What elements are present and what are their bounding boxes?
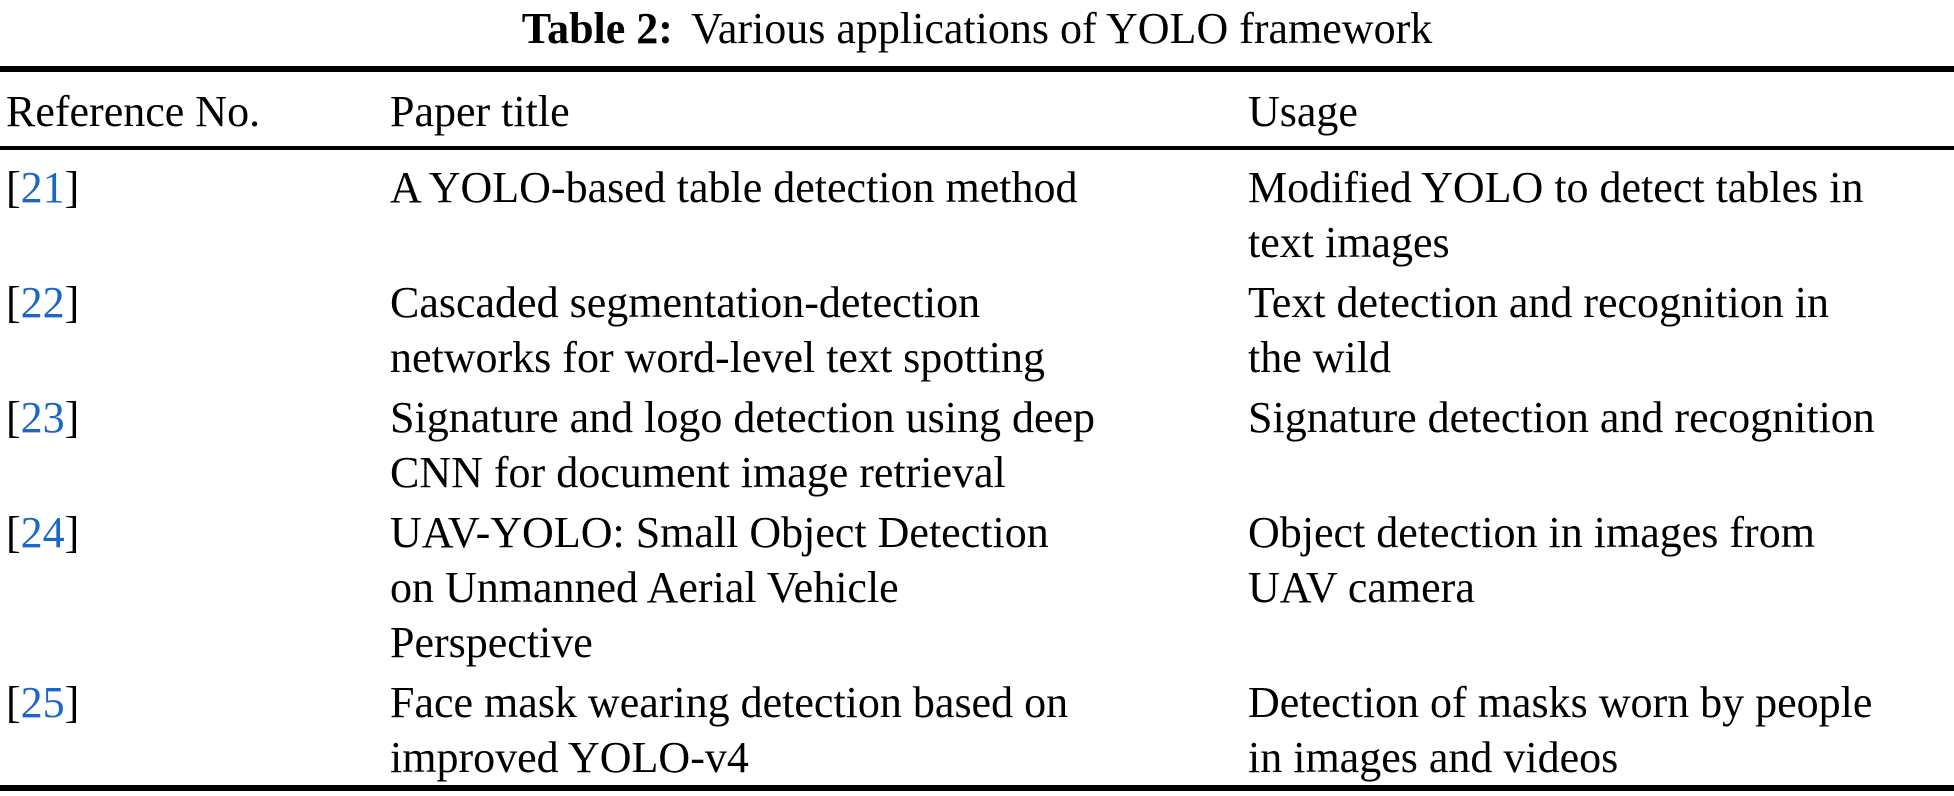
table-row: [21] A YOLO-based table detection method… [0,148,1954,270]
citation-link[interactable]: 22 [20,278,65,327]
table-caption-text: Various applications of YOLO framework [690,4,1433,53]
table-caption-label: Table 2: [521,4,673,53]
paper-title-cell: Cascaded segmentation-detection networks… [390,278,1045,382]
paper-title-cell: A YOLO-based table detection method [390,163,1078,212]
bracket-close: ] [64,508,80,557]
column-header-reference-no: Reference No. [0,69,390,150]
table-body: [21] A YOLO-based table detection method… [0,148,1954,788]
ref-cell: [23] [0,385,390,500]
bracket-close: ] [64,678,80,727]
bracket-close: ] [64,278,80,327]
paper-title-cell: Face mask wearing detection based on imp… [390,678,1069,782]
citation-link[interactable]: 23 [20,393,65,442]
usage-cell: Object detection in images from UAV came… [1248,508,1815,612]
ref-cell: [25] [0,670,390,788]
ref-cell: [21] [0,148,390,270]
citation-link[interactable]: 24 [20,508,65,557]
usage-cell: Signature detection and recognition [1248,393,1875,442]
table-row: [24] UAV-YOLO: Small Object Detection on… [0,500,1954,670]
column-header-paper-title: Paper title [390,69,1248,150]
table-header: Reference No. Paper title Usage [0,69,1954,150]
citation-link[interactable]: 21 [20,163,65,212]
citation-link[interactable]: 25 [20,678,65,727]
usage-cell: Modified YOLO to detect tables in text i… [1248,163,1864,267]
bracket-open: [ [6,278,21,327]
table-row: [23] Signature and logo detection using … [0,385,1954,500]
applications-table: Reference No. Paper title Usage [21] A Y… [0,66,1954,791]
bracket-open: [ [6,163,21,212]
header-row: Reference No. Paper title Usage [0,69,1954,150]
bracket-open: [ [6,678,21,727]
ref-cell: [24] [0,500,390,670]
bracket-open: [ [6,393,21,442]
table-row: [22] Cascaded segmentation-detection net… [0,270,1954,385]
ref-cell: [22] [0,270,390,385]
bracket-close: ] [64,163,80,212]
bracket-open: [ [6,508,21,557]
paper-title-cell: UAV-YOLO: Small Object Detection on Unma… [390,508,1049,667]
paper-title-cell: Signature and logo detection using deep … [390,393,1096,497]
bracket-close: ] [64,393,80,442]
table-row: [25] Face mask wearing detection based o… [0,670,1954,788]
usage-cell: Detection of masks worn by people in ima… [1248,678,1873,782]
usage-cell: Text detection and recognition in the wi… [1248,278,1829,382]
column-header-usage: Usage [1248,69,1954,150]
table-caption: Table 2: Various applications of YOLO fra… [0,0,1954,54]
